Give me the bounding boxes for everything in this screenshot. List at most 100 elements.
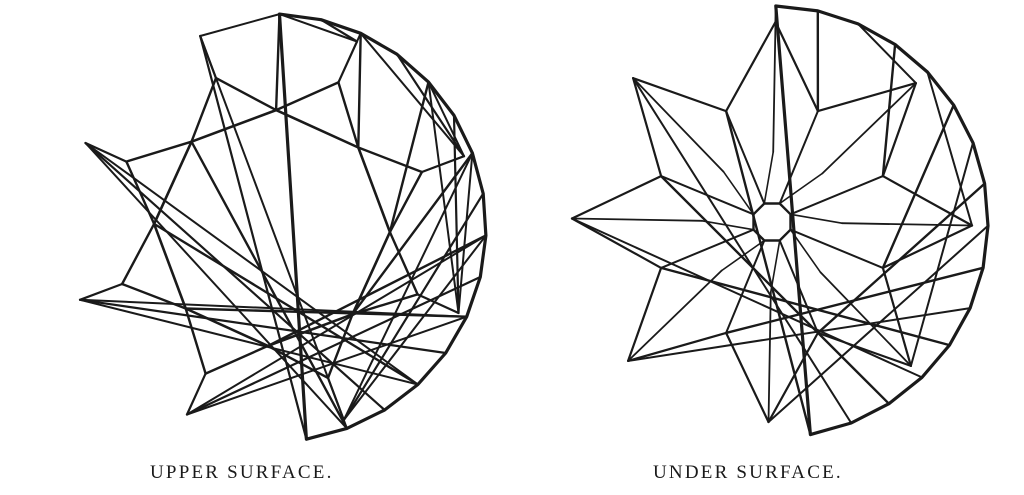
- lower-girdle-edge: [767, 224, 989, 423]
- lower-girdle-edge: [626, 331, 728, 362]
- pavilion-ridge: [627, 269, 723, 362]
- upper-girdle-edge: [359, 32, 465, 158]
- star-facet-edge: [204, 344, 270, 375]
- pavilion-ridge: [767, 291, 772, 423]
- girdle-outline: [774, 4, 990, 437]
- pavilion-main-edge: [725, 110, 766, 205]
- kite-facet-edge: [266, 234, 488, 348]
- lower-girdle-edge: [570, 217, 663, 269]
- lower-girdle-edge: [767, 331, 820, 424]
- kite-facet-edge: [274, 12, 281, 112]
- spacer: [185, 308, 206, 374]
- upper-girdle-edge: [427, 81, 465, 158]
- lower-girdle-edge: [724, 20, 777, 113]
- upper-girdle-edge: [342, 234, 487, 421]
- pavilion-ridge: [789, 228, 822, 274]
- under-surface-diagram: [570, 4, 990, 437]
- pavilion-ridge: [769, 239, 781, 293]
- upper-girdle-edge: [278, 13, 358, 43]
- kite-facet-edge: [152, 222, 420, 386]
- upper-girdle-edge: [84, 142, 419, 386]
- pavilion-main-edge: [659, 174, 891, 405]
- upper-girdle-edge: [337, 40, 359, 84]
- star-facet-edge: [214, 76, 278, 112]
- upper-girdle-edge: [78, 282, 124, 301]
- upper-girdle-edge: [84, 141, 128, 163]
- upper-girdle-edge: [199, 13, 281, 37]
- spacer: [122, 223, 155, 285]
- upper-girdle-edge: [84, 141, 386, 412]
- upper-girdle-edge: [319, 18, 359, 43]
- pavilion-main-edge: [725, 239, 766, 334]
- lower-girdle-edge: [881, 266, 913, 367]
- pavilion-main-edge: [816, 182, 986, 335]
- kite-facet-edge: [357, 32, 362, 149]
- pavilion-ridge: [819, 271, 912, 367]
- pavilion-ridge: [841, 222, 973, 227]
- lower-girdle-edge: [774, 20, 820, 113]
- lower-girdle-edge: [632, 77, 853, 424]
- pavilion-ridge: [778, 172, 824, 205]
- upper-girdle-edge: [84, 142, 348, 430]
- spacer: [389, 171, 422, 233]
- pavilion-ridge: [763, 151, 775, 205]
- pavilion-main-edge: [789, 228, 884, 269]
- kite-facet-edge: [388, 80, 430, 234]
- pavilion-main-edge: [778, 110, 819, 205]
- lower-girdle-edge: [857, 22, 917, 85]
- upper-girdle-edge: [185, 372, 207, 416]
- pavilion-main-edge: [660, 228, 755, 269]
- lower-girdle-edge: [816, 331, 913, 367]
- pavilion-main-edge: [789, 175, 884, 216]
- pavilion-ridge: [720, 239, 766, 272]
- lower-girdle-edge: [881, 81, 918, 178]
- upper-girdle-edge: [185, 275, 482, 416]
- star-facet-edge: [388, 230, 419, 296]
- lower-girdle-edge: [631, 76, 728, 113]
- lower-girdle-edge: [570, 175, 663, 220]
- pavilion-ridge: [821, 82, 917, 175]
- pavilion-main-edge: [724, 109, 812, 436]
- lower-girdle-edge: [909, 141, 974, 367]
- star-facet-edge: [357, 146, 424, 174]
- pavilion-main-edge: [724, 266, 985, 335]
- upper-girdle-edge: [78, 298, 447, 355]
- upper-surface-diagram: [78, 12, 488, 441]
- pavilion-ridge: [789, 213, 843, 224]
- upper-girdle-edge: [79, 298, 419, 386]
- pavilion-main-edge: [881, 103, 955, 270]
- lower-girdle-edge: [881, 175, 974, 227]
- upper-girdle-edge: [79, 298, 468, 318]
- upper-girdle-edge: [416, 293, 460, 315]
- upper-girdle-edge: [420, 155, 466, 174]
- pavilion-ridge: [571, 217, 703, 222]
- pavilion-ridge: [772, 21, 777, 153]
- under-surface-caption: UNDER SURFACE.: [653, 462, 843, 483]
- upper-girdle-edge: [427, 81, 460, 314]
- upper-girdle-edge: [342, 152, 474, 421]
- upper-girdle-edge: [186, 315, 468, 416]
- star-facet-edge: [190, 76, 218, 143]
- star-facet-edge: [274, 81, 340, 112]
- upper-girdle-edge: [342, 192, 485, 422]
- pavilion-ridge: [632, 77, 725, 173]
- upper-surface-caption: UPPER SURFACE.: [150, 462, 334, 483]
- lower-girdle-edge: [724, 331, 770, 424]
- upper-girdle-edge: [452, 114, 460, 315]
- spacer: [352, 294, 418, 315]
- pavilion-ridge: [701, 220, 755, 231]
- lower-girdle-edge: [626, 266, 663, 362]
- kite-facet-edge: [190, 140, 349, 430]
- star-facet-edge: [326, 313, 354, 380]
- lower-girdle-edge: [926, 71, 973, 227]
- pavilion-ridge: [722, 170, 755, 216]
- upper-girdle-edge: [199, 35, 348, 430]
- lower-girdle-edge: [631, 76, 663, 178]
- upper-girdle-edge: [199, 34, 308, 441]
- spacer: [126, 141, 192, 162]
- spacer: [338, 82, 359, 148]
- lower-girdle-edge: [816, 81, 918, 113]
- kite-facet-edge: [351, 151, 474, 316]
- lower-girdle-edge: [627, 307, 972, 362]
